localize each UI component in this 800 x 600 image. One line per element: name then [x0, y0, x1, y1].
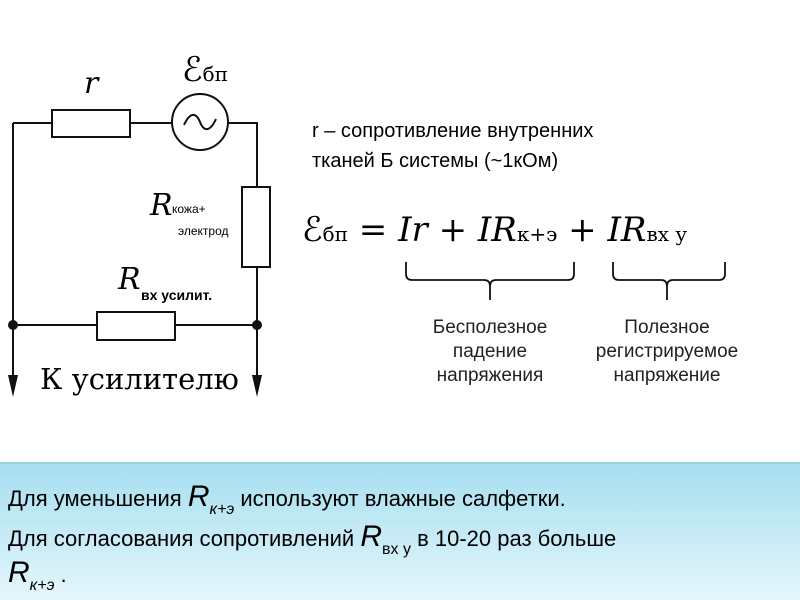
arrow-right-icon — [252, 375, 262, 397]
source-symbol: ℰ — [182, 50, 203, 90]
text: Для уменьшения — [8, 486, 188, 511]
formula-term-3: IR — [607, 210, 647, 250]
useful-line: Полезное — [624, 317, 710, 338]
r-sub: к+э — [209, 501, 235, 518]
arrow-left-icon — [8, 375, 18, 397]
resistor-skin-electrode — [241, 186, 271, 268]
useful-line: регистрируемое — [595, 341, 739, 362]
r-skin-sub-1: кожа+ — [172, 202, 206, 216]
formula-emf: ℰ — [302, 210, 323, 250]
r-label: r — [84, 66, 99, 101]
conclusion-line-1: Для уменьшения Rк+э используют влажные с… — [8, 480, 566, 518]
r-skin-sub-2: электрод — [178, 224, 229, 238]
brace-useful — [612, 262, 726, 300]
formula-emf-sub: бп — [322, 222, 348, 246]
formula-plus-1: + — [427, 210, 478, 250]
brace-useless — [405, 262, 575, 300]
r-symbol: R — [8, 556, 30, 589]
r-symbol: R — [360, 520, 382, 553]
useful-voltage-label: Полезное регистрируемое напряжение — [577, 316, 757, 388]
sine-wave-icon — [183, 113, 217, 131]
source-sub: бп — [202, 62, 228, 86]
output-label: К усилителю — [40, 362, 239, 396]
note-line-1: r – сопротивление внутренних — [312, 120, 594, 142]
formula-term-1: Ir — [398, 210, 428, 250]
note-line-2: тканей Б системы (~1кОм) — [312, 150, 559, 172]
resistor-r — [51, 109, 131, 138]
conclusion-box: Для уменьшения Rк+э используют влажные с… — [0, 462, 800, 600]
text: Для согласования сопротивлений — [8, 526, 361, 551]
r-in-sub: вх усилит. — [141, 287, 213, 303]
r-sub: вх у — [382, 541, 411, 558]
useless-line: напряжения — [436, 365, 544, 386]
source-label: ℰбп — [182, 50, 228, 90]
formula: ℰбп = Ir + IRк+э + IRвх у — [302, 210, 687, 250]
useful-line: напряжение — [613, 365, 721, 386]
r-symbol: R — [187, 480, 210, 513]
junction-right — [252, 320, 262, 330]
junction-left — [8, 320, 18, 330]
useless-line: Бесполезное — [432, 317, 548, 338]
formula-term-2: IR — [477, 210, 517, 250]
conclusion-line-2: Для согласования сопротивлений Rвх у в 1… — [8, 520, 617, 558]
conclusion-line-3: Rк+э . — [8, 556, 67, 594]
r-in-label: R — [118, 262, 141, 297]
formula-term-3-sub: вх у — [646, 222, 688, 246]
resistor-amp-input — [96, 311, 176, 341]
formula-term-2-sub: к+э — [516, 222, 558, 246]
r-skin-label: R — [150, 188, 173, 223]
text: используют влажные салфетки. — [234, 486, 566, 511]
formula-plus-2: + — [557, 210, 608, 250]
useless-line: падение — [452, 341, 528, 362]
wire-top — [13, 122, 258, 187]
useless-drop-label: Бесполезное падение напряжения — [410, 316, 570, 388]
r-sub: к+э — [29, 577, 55, 594]
formula-eq: = — [347, 210, 399, 250]
text: в 10-20 раз больше — [410, 526, 617, 551]
text: . — [54, 562, 67, 587]
